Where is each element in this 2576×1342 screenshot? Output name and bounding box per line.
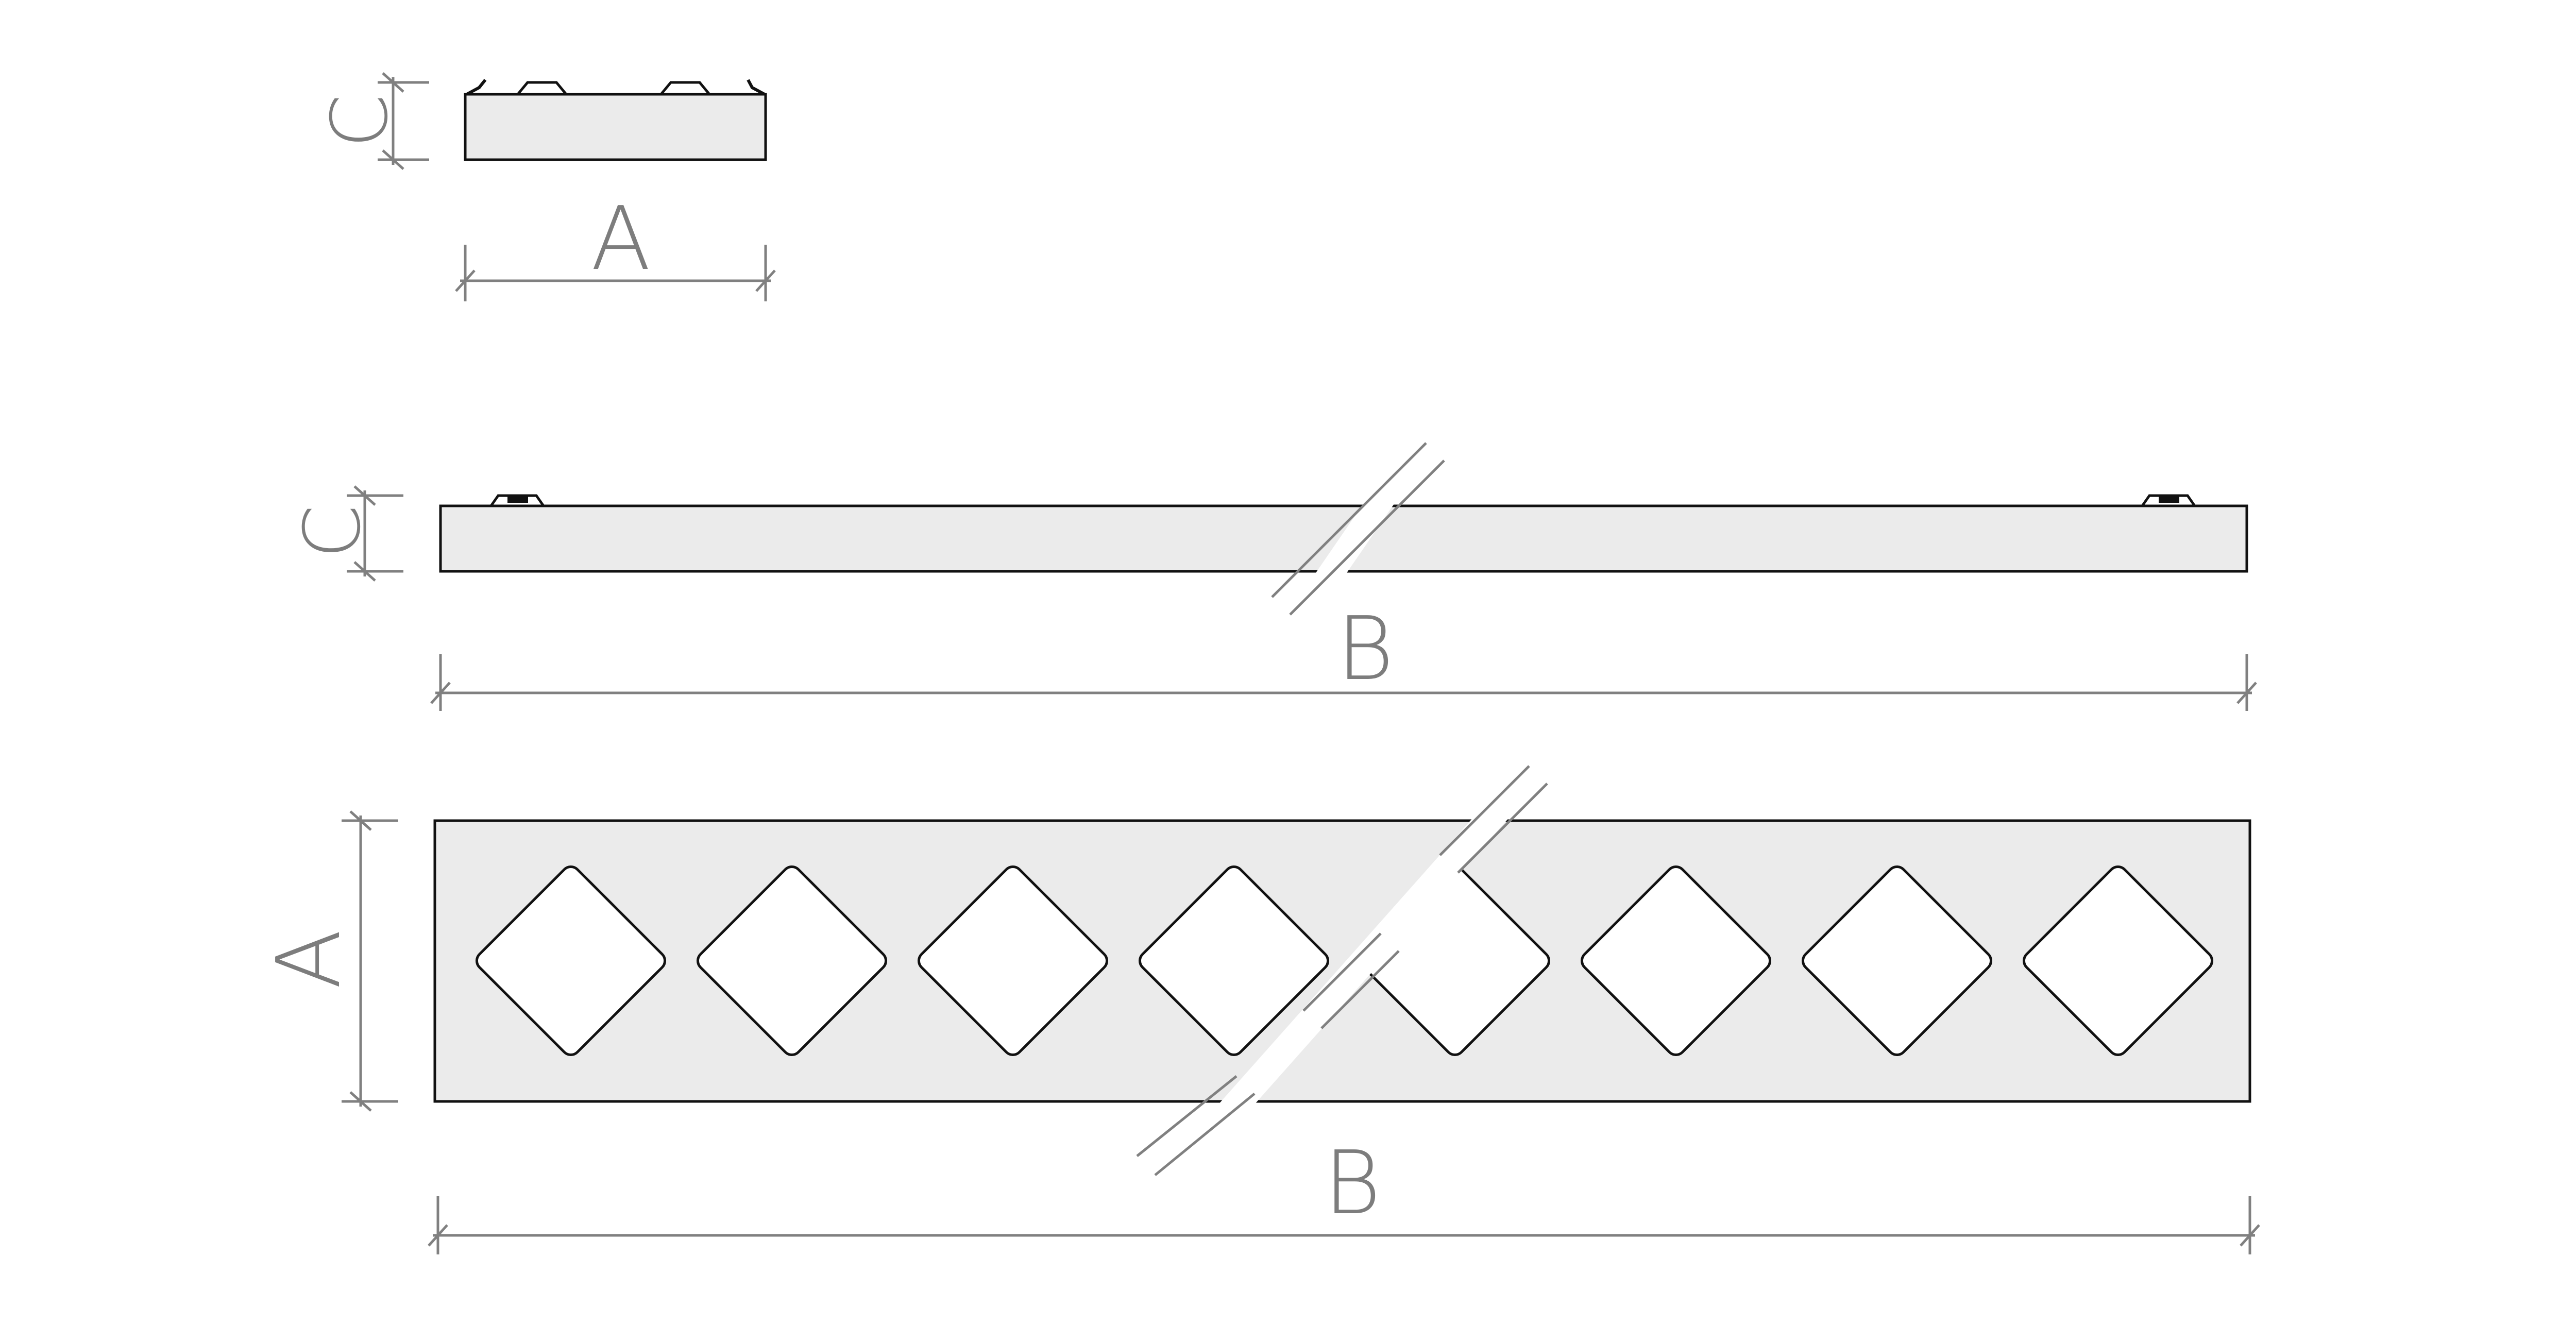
end-view-width-dimension — [455, 245, 776, 301]
diamond-openings — [475, 865, 2214, 1057]
top-view-length-dimension — [428, 1196, 2260, 1254]
top-view-break-lines — [1136, 765, 1548, 1176]
diamond-opening — [1580, 865, 1772, 1057]
top-view-width-dimension — [342, 810, 398, 1112]
diamond-opening — [917, 865, 1109, 1057]
diamond-opening — [696, 865, 888, 1057]
side-view-clip-left — [489, 494, 545, 507]
side-view-length-label: B — [1336, 598, 1394, 700]
top-view-break-gap — [1213, 811, 1515, 1110]
end-view-mount-clip-left — [517, 81, 567, 95]
side-view-break-lines — [1271, 442, 1445, 616]
diamond-opening — [2022, 865, 2214, 1057]
top-view-width-label: A — [258, 929, 360, 989]
side-view-length-dimension — [430, 654, 2257, 711]
side-view: C B — [288, 442, 2257, 711]
end-view-height-dimension — [378, 72, 429, 170]
end-view-width-label: A — [591, 188, 651, 290]
side-view-height-dimension — [347, 485, 403, 582]
top-view: A B — [258, 765, 2260, 1254]
diamond-opening — [475, 865, 667, 1057]
end-view-profile — [464, 93, 767, 161]
side-view-clip-right — [2141, 494, 2196, 507]
end-view-hook-left — [466, 79, 487, 96]
diamond-opening — [1801, 865, 1993, 1057]
end-view-mount-clip-right — [660, 81, 710, 95]
end-view-height-label: C — [315, 94, 405, 148]
diamond-opening — [1138, 865, 1330, 1057]
side-view-height-label: C — [288, 505, 378, 559]
end-view: C A — [315, 72, 776, 301]
end-view-hook-right — [747, 79, 766, 96]
side-view-break-gap — [1311, 497, 1399, 580]
top-view-length-label: B — [1324, 1132, 1381, 1234]
